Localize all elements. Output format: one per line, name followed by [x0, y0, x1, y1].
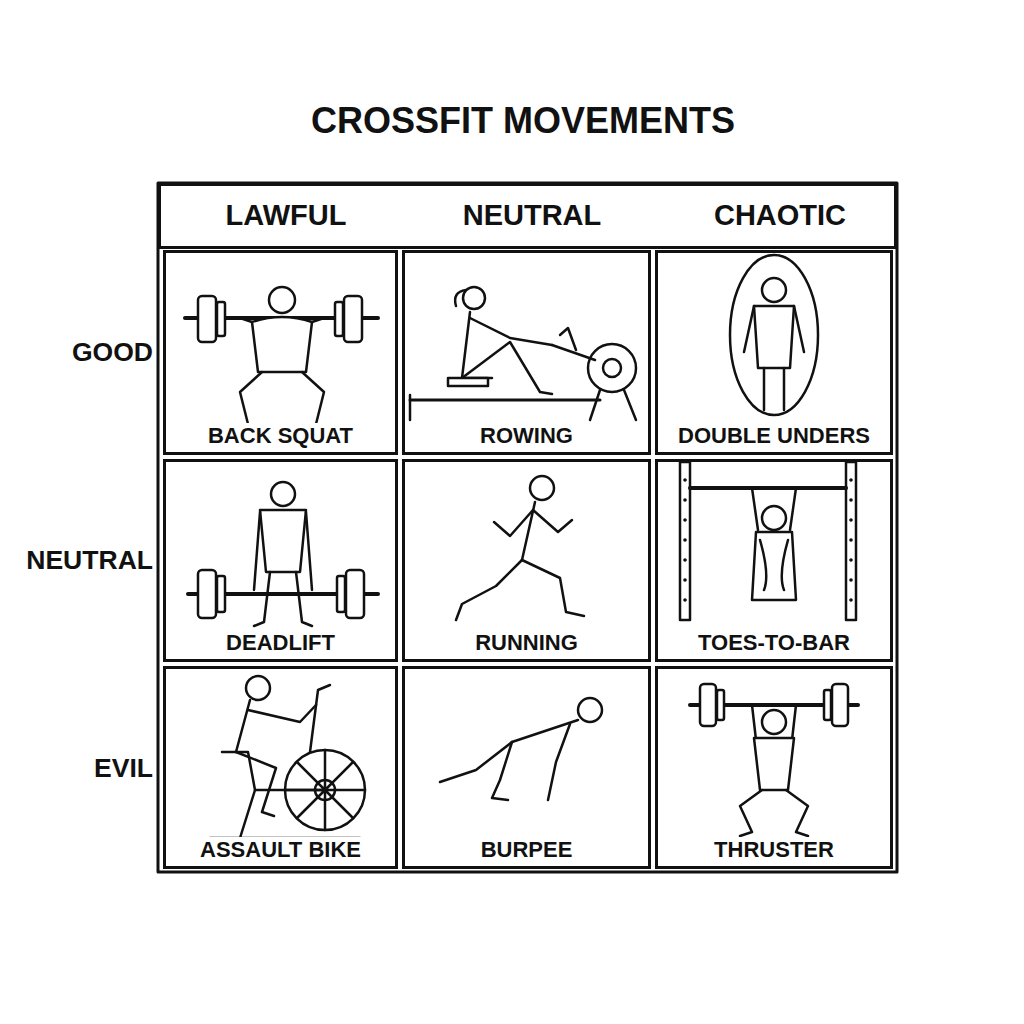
movement-name: BURPEE [478, 837, 576, 862]
alignment-cell: BURPEE [402, 666, 651, 869]
movement-name: THRUSTER [711, 837, 837, 862]
chart-title: CROSSFIT MOVEMENTS [220, 100, 826, 141]
double-unders-figure [730, 255, 818, 415]
row-header: NEUTRAL [2, 545, 156, 576]
header-band: LAWFUL NEUTRAL CHAOTIC [158, 183, 897, 249]
alignment-cell: ROWING [402, 250, 651, 455]
alignment-cell: DEADLIFT [163, 459, 398, 662]
row-header: GOOD [2, 337, 156, 368]
table-frame [158, 183, 897, 872]
toes-to-bar-figure [680, 462, 856, 620]
column-header: LAWFUL [168, 199, 404, 232]
movement-name: TOES-TO-BAR [695, 630, 853, 655]
rowing-figure [410, 287, 636, 420]
alignment-cell: RUNNING [402, 459, 651, 662]
alignment-cell: ASSAULT BIKE [163, 666, 398, 869]
assault-bike-figure [210, 676, 365, 838]
movement-name: RUNNING [472, 630, 581, 655]
movement-name: DOUBLE UNDERS [675, 423, 873, 448]
deadlift-figure [188, 482, 378, 626]
alignment-cell: THRUSTER [655, 666, 893, 869]
movement-name: ROWING [477, 423, 576, 448]
movement-name: DEADLIFT [223, 630, 338, 655]
thruster-figure [690, 684, 858, 836]
column-header: CHAOTIC [662, 199, 898, 232]
movement-name: BACK SQUAT [205, 423, 356, 448]
burpee-figure [440, 698, 602, 800]
back-squat-figure [185, 287, 378, 428]
movement-name: ASSAULT BIKE [197, 837, 364, 862]
alignment-cell: BACK SQUAT [163, 250, 398, 455]
row-header: EVIL [2, 753, 156, 784]
alignment-cell: TOES-TO-BAR [655, 459, 893, 662]
column-header: NEUTRAL [414, 199, 650, 232]
running-figure [456, 476, 584, 620]
alignment-cell: DOUBLE UNDERS [655, 250, 893, 455]
